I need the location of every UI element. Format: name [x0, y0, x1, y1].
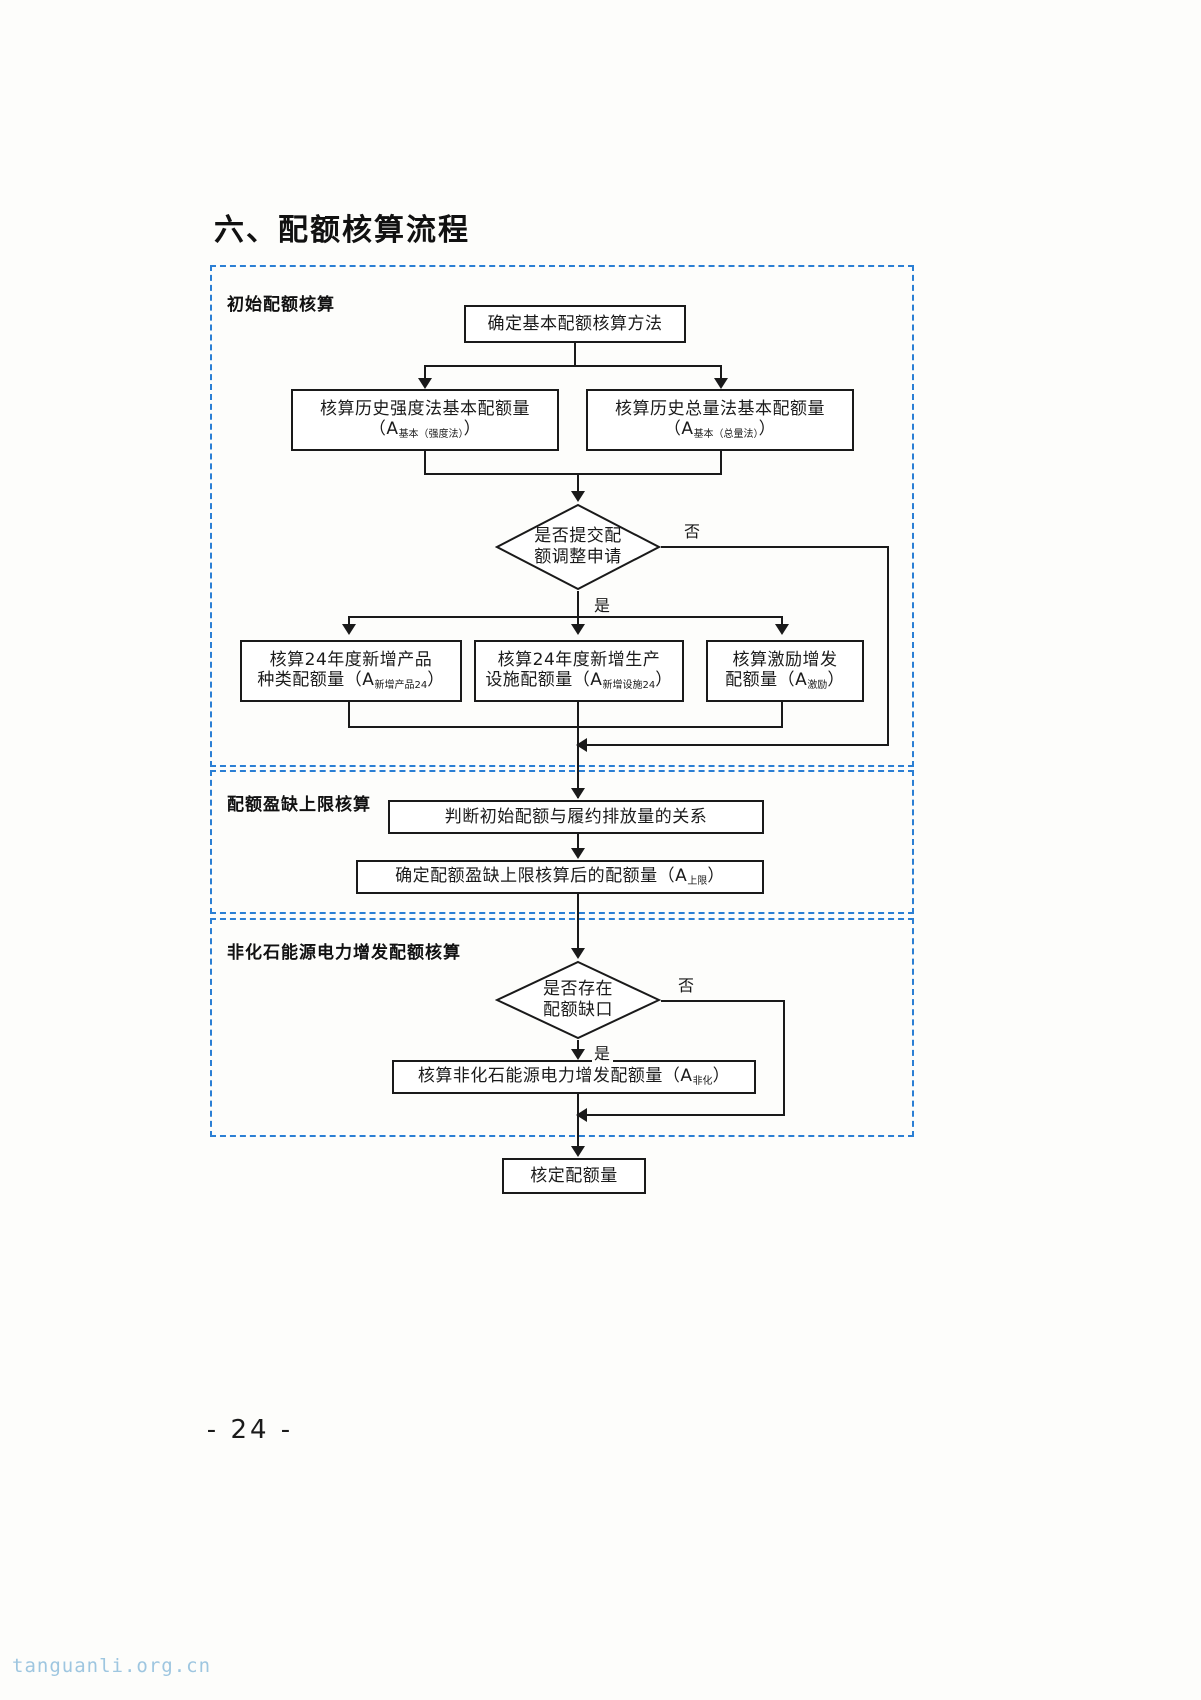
connector-caplimit-down: [577, 894, 579, 948]
connector-merge-down: [577, 473, 579, 492]
node-text-line1: 核算历史强度法基本配额量: [320, 398, 530, 419]
connector-to-newfac: [577, 616, 579, 626]
edge-label-gap-no: 否: [676, 972, 697, 996]
diamond-shape-icon: [495, 503, 661, 591]
connector-apply-no-right: [661, 546, 889, 548]
diamond-shape-icon: [495, 960, 661, 1040]
connector-judge-down: [577, 834, 579, 848]
edge-label-gap-yes: 是: [592, 1040, 613, 1064]
arrowhead-to-incentive-icon: [775, 624, 789, 635]
decision-text: 是否存在 配额缺口: [495, 960, 661, 1040]
section-label-initial: 初始配额核算: [224, 290, 338, 315]
page-number: - 24 -: [206, 1415, 294, 1445]
arrowhead-to-gap-icon: [571, 948, 585, 959]
decision-text-line1: 是否提交配: [534, 525, 622, 546]
node-incentive-allocation: 核算激励增发 配额量（A激励）: [706, 640, 864, 702]
arrowhead-to-final-icon: [571, 1146, 585, 1157]
connector-gap-no-down: [783, 1000, 785, 1114]
connector-main-trunk: [577, 702, 579, 798]
arrowhead-to-caplimit-icon: [571, 848, 585, 859]
node-cap-limit-result: 确定配额盈缺上限核算后的配额量（A上限）: [356, 860, 764, 894]
decision-allocation-gap: 是否存在 配额缺口: [495, 960, 661, 1040]
section-label-cap: 配额盈缺上限核算: [224, 790, 374, 815]
arrowhead-apply-no-icon: [576, 738, 587, 752]
connector-gap-no-right: [661, 1000, 785, 1002]
arrowhead-gap-no-icon: [576, 1108, 587, 1122]
arrowhead-to-newprod-icon: [342, 624, 356, 635]
node-nonfossil-allocation: 核算非化石能源电力增发配额量（A非化）: [392, 1060, 756, 1094]
node-text-line1: 核算24年度新增生产: [497, 649, 661, 670]
decision-text-line2: 额调整申请: [534, 547, 622, 567]
node-text-line2: 设施配额量（A新增设施24）: [485, 670, 673, 692]
node-final-allocation: 核定配额量: [502, 1158, 646, 1194]
edge-label-apply-yes: 是: [592, 592, 613, 616]
connector-nonfossil-down: [577, 1094, 579, 1146]
arrowhead-to-newfac-icon: [571, 624, 585, 635]
node-text-line2: 配额量（A激励）: [725, 670, 845, 692]
connector-total-down: [720, 451, 722, 473]
node-text: 判断初始配额与履约排放量的关系: [444, 806, 708, 827]
connector-intensity-down: [424, 451, 426, 473]
node-text-line2: 种类配额量（A新增产品24）: [257, 670, 445, 692]
node-total-method: 核算历史总量法基本配额量 （A基本（总量法））: [586, 389, 854, 451]
section-cap-accounting: [210, 770, 914, 914]
section-nonfossil-accounting: [210, 918, 914, 1137]
node-text-line1: 核算激励增发: [732, 649, 838, 670]
connector-apply-no-down: [887, 546, 889, 746]
connector-newprod-down: [348, 702, 350, 726]
node-text: 确定配额盈缺上限核算后的配额量（A上限）: [395, 865, 725, 887]
node-text-line1: 核算历史总量法基本配额量: [615, 398, 825, 419]
arrowhead-to-intensity-icon: [418, 378, 432, 389]
decision-text-line2: 配额缺口: [543, 1000, 613, 1020]
node-text: 核定配额量: [530, 1165, 618, 1186]
node-text-line2: （A基本（总量法））: [663, 419, 777, 441]
node-new-facility-allocation: 核算24年度新增生产 设施配额量（A新增设施24）: [474, 640, 684, 702]
node-text-line2: （A基本（强度法））: [368, 419, 482, 441]
node-determine-method: 确定基本配额核算方法: [464, 305, 686, 343]
section-initial-allocation: [210, 265, 914, 767]
arrowhead-to-decision-icon: [571, 491, 585, 502]
node-new-product-allocation: 核算24年度新增产品 种类配额量（A新增产品24）: [240, 640, 462, 702]
connector-three-split: [348, 616, 782, 618]
watermark: tanguanli.org.cn: [12, 1655, 212, 1677]
node-text: 确定基本配额核算方法: [487, 313, 663, 334]
connector-split-horizontal: [424, 365, 722, 367]
node-judge-relation: 判断初始配额与履约排放量的关系: [388, 800, 764, 834]
connector-gap-no-back: [584, 1114, 785, 1116]
connector-incentive-down: [781, 702, 783, 726]
connector-to-incentive: [781, 616, 783, 626]
node-intensity-method: 核算历史强度法基本配额量 （A基本（强度法））: [291, 389, 559, 451]
connector-apply-yes-down: [577, 591, 579, 616]
decision-text-line1: 是否存在: [543, 978, 613, 999]
decision-text: 是否提交配 额调整申请: [495, 503, 661, 591]
arrowhead-to-total-icon: [714, 378, 728, 389]
connector-apply-no-back: [584, 744, 889, 746]
connector-method-down: [574, 343, 576, 365]
arrowhead-to-nonfossil-icon: [571, 1049, 585, 1060]
connector-to-newprod: [348, 616, 350, 626]
node-text-line1: 核算24年度新增产品: [269, 649, 433, 670]
connector-to-intensity: [424, 365, 426, 381]
section-label-nonfossil: 非化石能源电力增发配额核算: [224, 938, 464, 963]
arrowhead-to-judge-icon: [571, 788, 585, 799]
node-text: 核算非化石能源电力增发配额量（A非化）: [417, 1065, 731, 1087]
connector-gap-yes-down: [577, 1040, 579, 1050]
decision-submit-adjustment: 是否提交配 额调整申请: [495, 503, 661, 591]
connector-merge-horizontal: [424, 473, 722, 475]
edge-label-apply-no: 否: [682, 518, 703, 542]
connector-three-merge: [348, 726, 783, 728]
connector-to-total: [720, 365, 722, 381]
page-title: 六、配额核算流程: [214, 213, 470, 248]
